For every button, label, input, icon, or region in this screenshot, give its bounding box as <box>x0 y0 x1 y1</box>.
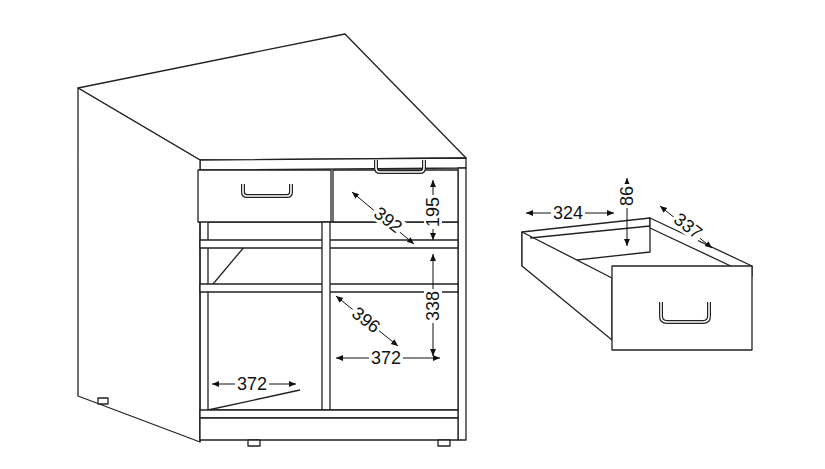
dimension-label: 338 <box>424 289 442 323</box>
dimension-label: 324 <box>551 204 585 222</box>
dimension-label: 86 <box>618 184 636 208</box>
dimension-label: 372 <box>235 375 269 393</box>
dimension-label: 195 <box>424 195 442 229</box>
dimension-label: 372 <box>369 349 403 367</box>
